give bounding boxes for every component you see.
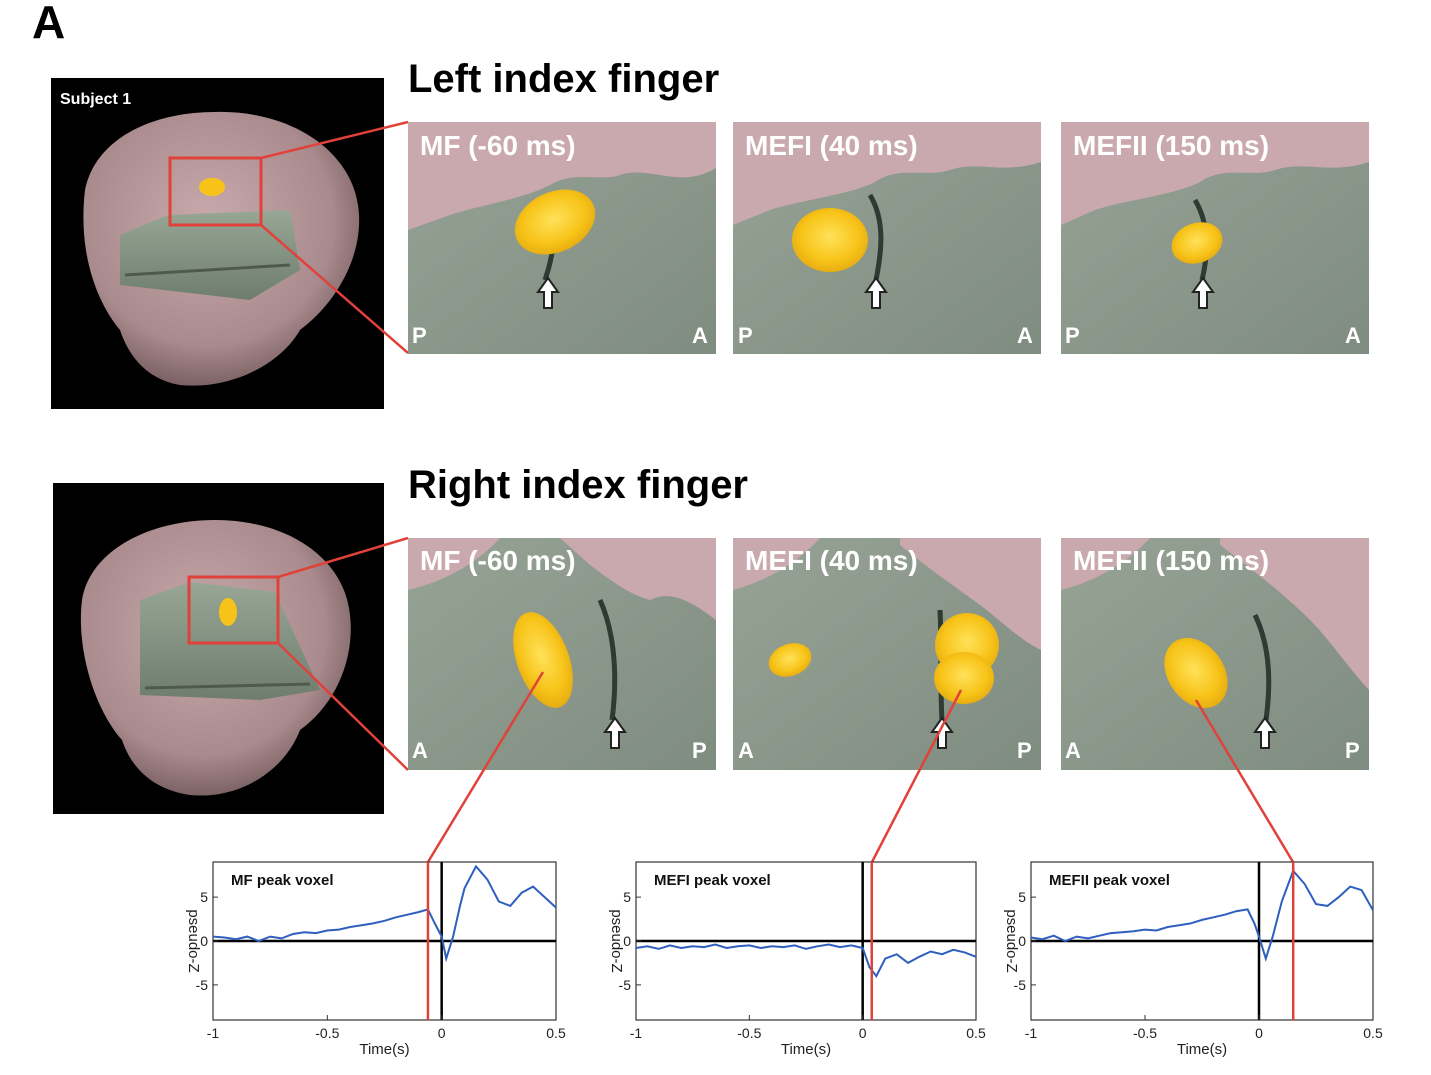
orientation-right: A [1017,323,1033,348]
subject-label: Subject 1 [60,91,131,108]
x-tick-label: -1 [207,1025,220,1041]
x-tick-label: -0.5 [1133,1025,1157,1041]
row-title-right: Right index finger [408,463,748,507]
connector-line [277,642,409,771]
y-tick-label: 0 [623,933,631,949]
slice-right-mf: MF (-60 ms) A P [408,538,716,770]
connector-line [1194,699,1295,863]
slice-left-mefi: MEFI (40 ms) P A [733,122,1041,354]
slice-label: MEFI (40 ms) [745,545,918,576]
orientation-left: A [412,738,428,763]
plot-title: MEFI peak voxel [654,872,771,889]
row-title-left: Left index finger [408,57,719,101]
x-tick-label: -0.5 [737,1025,761,1041]
arrow-icon [603,716,627,749]
orientation-left: P [412,323,427,348]
trace-line [1030,868,1374,962]
arrow-icon [1191,276,1215,309]
orientation-right: P [1017,738,1032,763]
connector-line [870,689,963,863]
slice-left-mefii: MEFII (150 ms) P A [1061,122,1369,354]
brain-render-left: Subject 1 [51,78,384,409]
arrow-icon [930,716,954,749]
y-tick-label: 0 [1018,933,1026,949]
y-tick-label: 5 [623,889,631,905]
slice-right-mefii: MEFII (150 ms) A P [1061,538,1369,770]
x-tick-label: 0 [859,1025,867,1041]
orientation-left: A [1065,738,1081,763]
connector-line [260,120,409,160]
x-tick-label: 0.5 [1363,1025,1383,1041]
panel-letter: A [32,0,65,48]
slice-label: MEFII (150 ms) [1073,130,1269,161]
y-tick-label: -5 [1014,977,1027,993]
brain-render-right [53,483,384,814]
orientation-right: P [1345,738,1360,763]
orientation-left: P [738,323,753,348]
orientation-right: A [692,323,708,348]
orientation-right: A [1345,323,1361,348]
x-tick-label: 0.5 [966,1025,986,1041]
y-tick-label: -5 [196,977,209,993]
x-tick-label: 0 [1255,1025,1263,1041]
trace-line [635,943,977,978]
connector-line [426,671,545,863]
y-tick-label: 0 [200,933,208,949]
arrow-icon [536,276,560,309]
connector-line [277,536,409,579]
y-axis-label: pseudo-Z [608,909,625,972]
x-tick-label: -1 [630,1025,643,1041]
y-tick-label: 5 [1018,889,1026,905]
trace-line [212,864,557,963]
y-tick-label: -5 [619,977,632,993]
orientation-left: P [1065,323,1080,348]
x-axis-label: Time(s) [1177,1041,1227,1058]
slice-label: MF (-60 ms) [420,545,576,576]
slice-label: MF (-60 ms) [420,130,576,161]
plot-title: MF peak voxel [231,872,334,889]
y-tick-label: 5 [200,889,208,905]
x-axis-label: Time(s) [359,1041,409,1058]
x-tick-label: -1 [1025,1025,1038,1041]
x-tick-label: -0.5 [315,1025,339,1041]
x-axis-label: Time(s) [781,1041,831,1058]
connector-line [260,224,409,354]
arrow-icon [1253,716,1277,749]
x-tick-label: 0.5 [546,1025,566,1041]
slice-right-mefi: MEFI (40 ms) A P [733,538,1041,770]
orientation-right: P [692,738,707,763]
y-axis-label: pseudo-Z [1003,909,1020,972]
arrow-icon [864,276,888,309]
y-axis-label: pseudo-Z [185,909,202,972]
slice-left-mf: MF (-60 ms) P A [408,122,716,354]
slice-label: MEFI (40 ms) [745,130,918,161]
slice-label: MEFII (150 ms) [1073,545,1269,576]
plot-title: MEFII peak voxel [1049,872,1170,889]
x-tick-label: 0 [438,1025,446,1041]
orientation-left: A [738,738,754,763]
